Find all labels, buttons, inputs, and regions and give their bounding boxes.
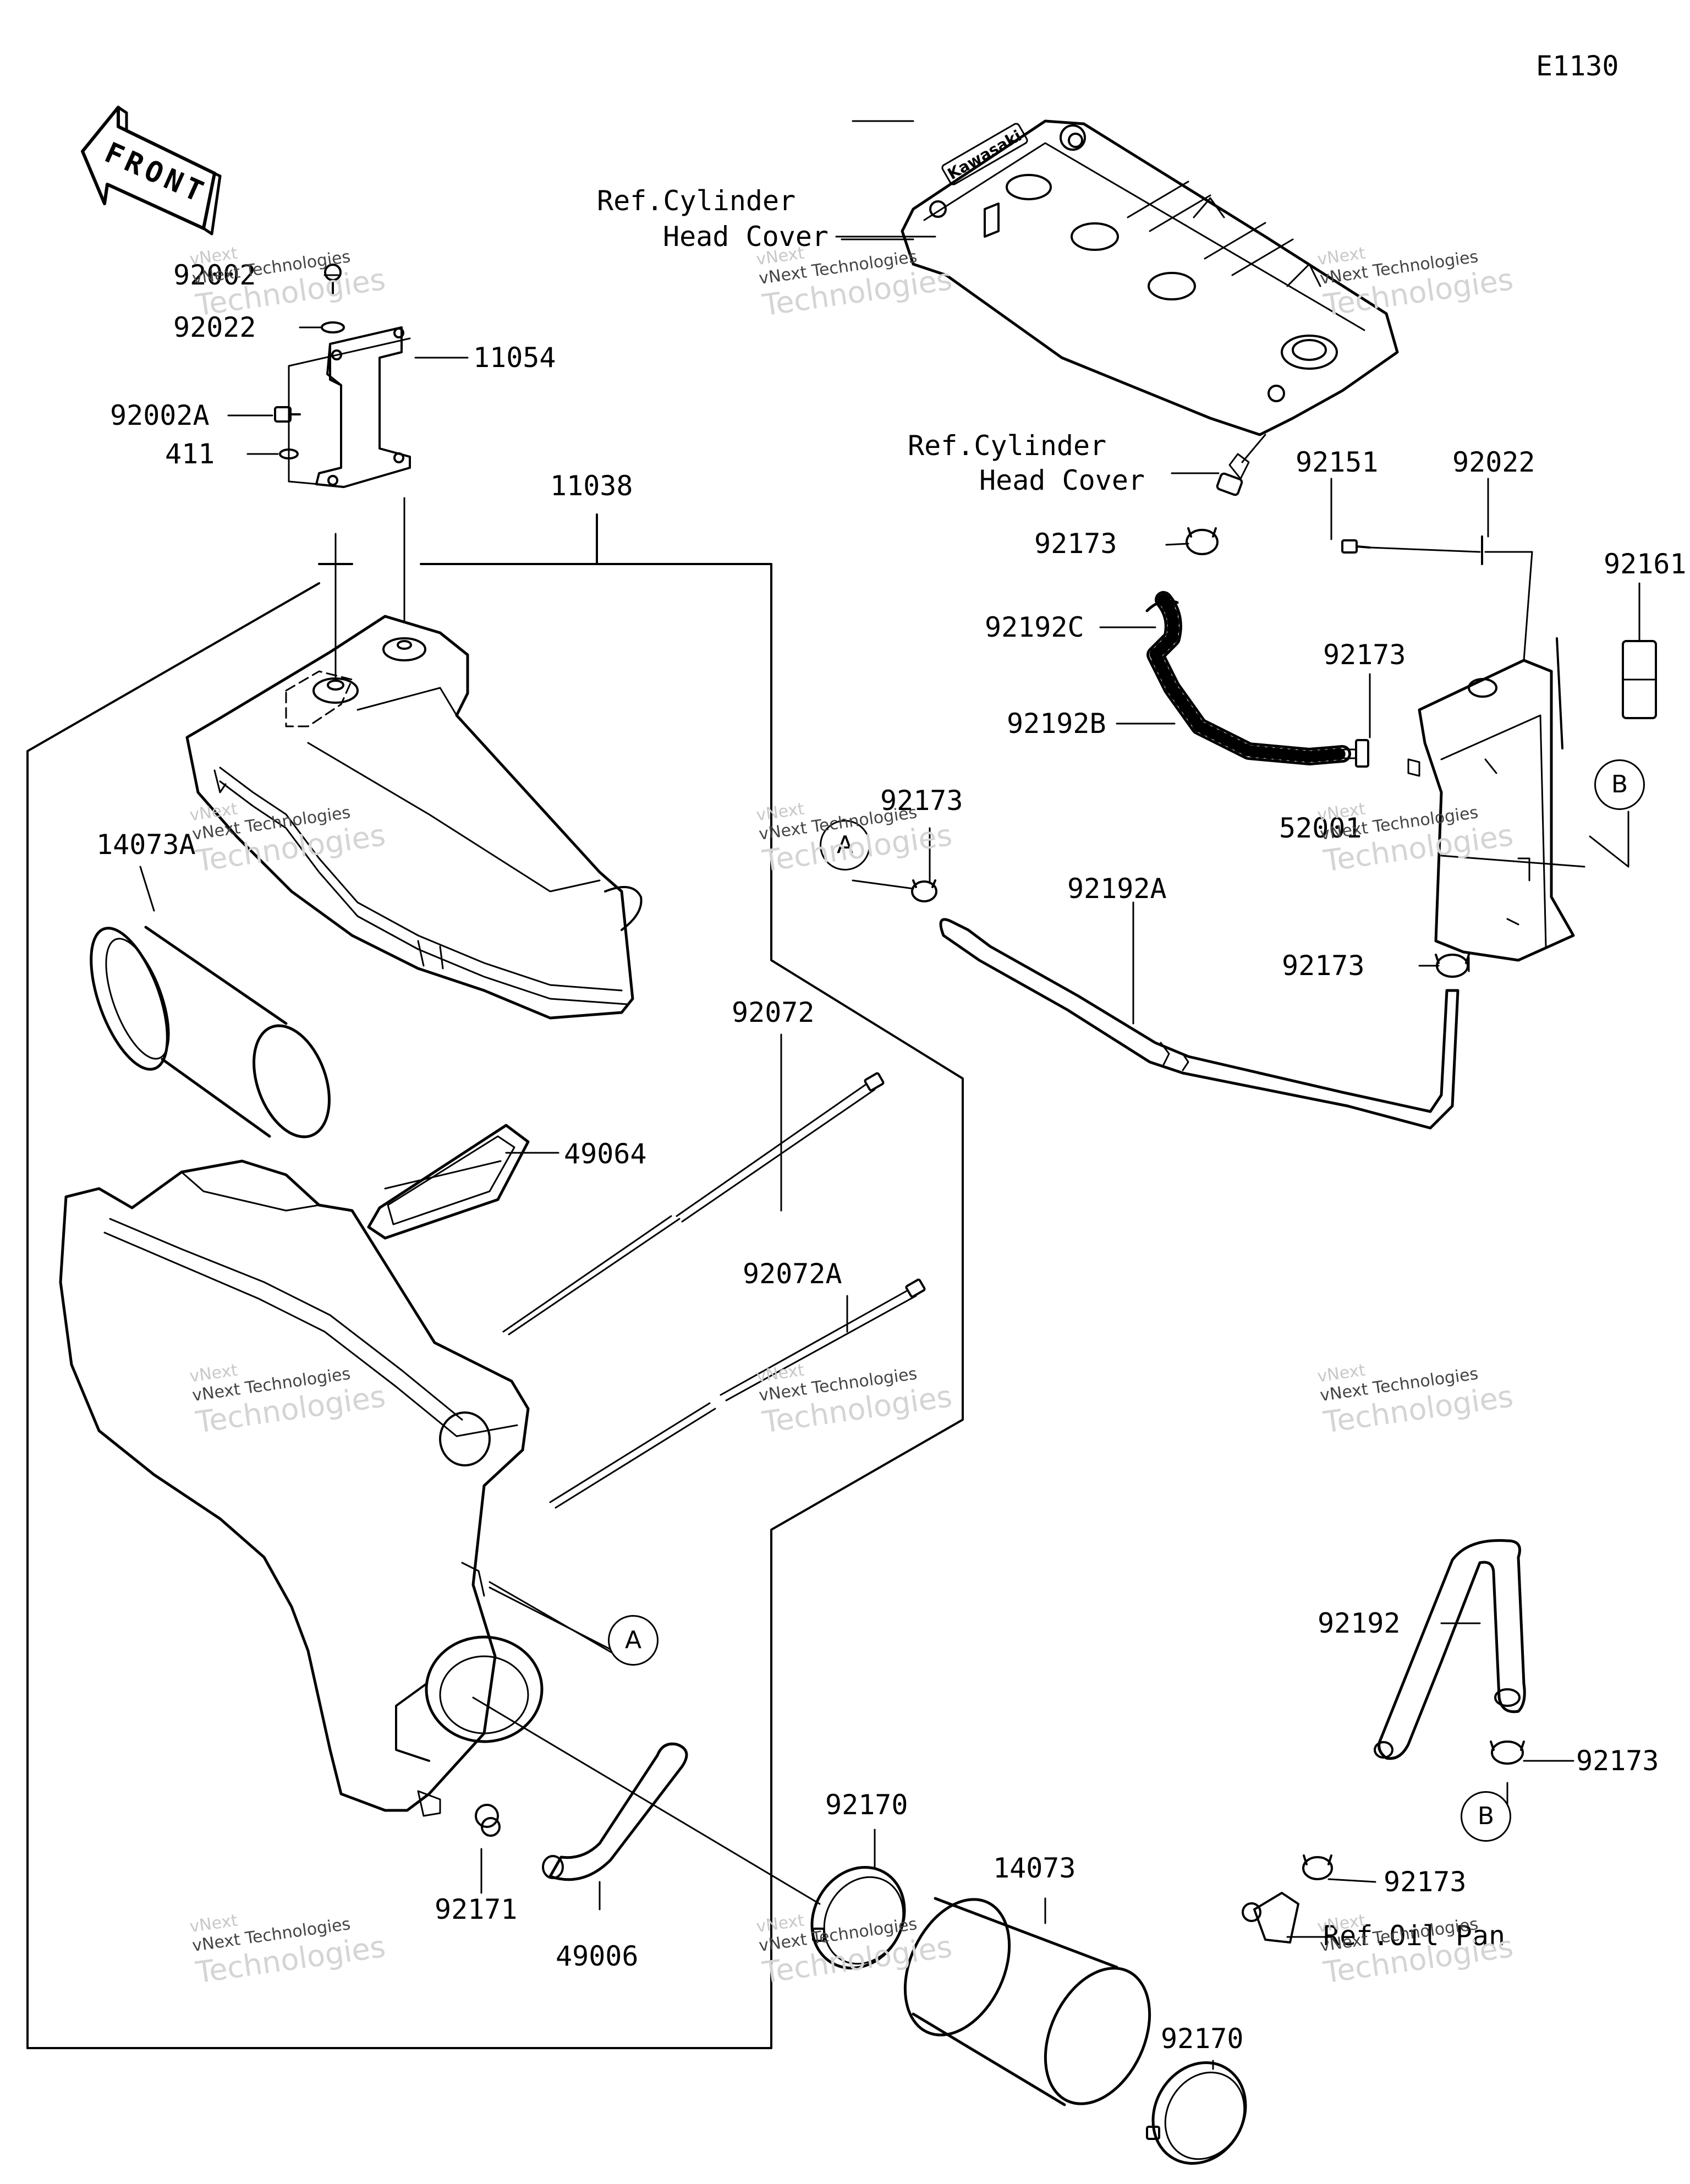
air-box-cover — [185, 615, 643, 1020]
bolt-92002 — [324, 264, 342, 295]
hose-92192B — [1145, 591, 1351, 765]
cable-tie-92072 — [502, 1072, 885, 1335]
clip-92173-upper — [1186, 527, 1219, 555]
label-92161: 92161 — [1604, 548, 1687, 580]
callout-b-lower: B — [1461, 1791, 1511, 1842]
label-92151: 92151 — [1296, 446, 1379, 478]
label-14073A: 14073A — [96, 829, 196, 861]
label-92173-d: 92173 — [1282, 950, 1365, 982]
label-92192C: 92192C — [985, 611, 1084, 643]
damper-92161 — [1622, 640, 1657, 719]
separator-tank-52001 — [1407, 637, 1575, 972]
clip-92173-lower-left — [1302, 1854, 1333, 1880]
ref-head-cover-1-line1: Ref.Cylinder — [597, 185, 796, 217]
bolt-92151 — [1341, 539, 1371, 554]
assembly-frame-11038 — [26, 513, 964, 2049]
air-box-case — [59, 1159, 544, 1817]
hose-92192 — [1374, 1539, 1526, 1760]
ref-head-cover-2-line1: Ref.Cylinder — [908, 430, 1107, 462]
label-92022-top: 92022 — [173, 311, 256, 343]
label-92173-f: 92173 — [1384, 1866, 1467, 1898]
bracket-11054 — [288, 326, 411, 488]
leader-lines — [139, 120, 1640, 2070]
front-arrow-icon — [81, 106, 222, 236]
ref-head-cover-2-line2: Head Cover — [979, 464, 1145, 496]
label-11054: 11054 — [473, 342, 556, 374]
label-92170-upper: 92170 — [825, 1789, 908, 1821]
callout-a-case: A — [608, 1615, 659, 1666]
ref-oil-pan: Ref.Oil Pan — [1323, 1920, 1506, 1952]
callout-a-intake: A — [820, 820, 870, 871]
label-49064: 49064 — [564, 1138, 647, 1170]
cable-tie-92072A — [549, 1278, 926, 1509]
label-92173-c: 92173 — [1323, 639, 1406, 671]
label-92173-a: 92173 — [880, 785, 963, 817]
label-92002: 92002 — [173, 259, 256, 291]
label-92192: 92192 — [1318, 1607, 1401, 1639]
label-11038: 11038 — [550, 470, 633, 502]
clamp-92170-upper — [810, 1866, 906, 1969]
label-14073: 14073 — [993, 1852, 1076, 1884]
label-92192B: 92192B — [1007, 708, 1106, 740]
clip-92173-lower-right — [1490, 1740, 1525, 1765]
callout-b-tank: B — [1594, 759, 1645, 810]
label-52001: 52001 — [1279, 812, 1362, 844]
hose-92192A — [939, 918, 1459, 1130]
washer-411 — [279, 448, 299, 459]
cylinder-head-cover — [901, 119, 1399, 436]
ref-head-cover-1-line2: Head Cover — [663, 221, 829, 253]
clip-92171 — [475, 1804, 501, 1837]
label-92002A: 92002A — [110, 399, 210, 431]
diagram-id: E1130 — [1536, 50, 1619, 82]
label-92171: 92171 — [435, 1893, 518, 1925]
filter-14073A — [90, 926, 331, 1138]
clamp-92170-lower — [1146, 2061, 1247, 2165]
clip-92173-left — [911, 879, 937, 902]
washer-92022 — [321, 321, 345, 333]
gasket-49064 — [367, 1124, 530, 1240]
clip-92173-tank — [1435, 954, 1470, 978]
label-92170-lower: 92170 — [1161, 2023, 1244, 2055]
nipple-fitting — [1216, 453, 1250, 496]
oil-pan-fitting — [1242, 1892, 1299, 1944]
label-411: 411 — [165, 438, 215, 470]
label-92022-right: 92022 — [1452, 446, 1535, 478]
clip-92173-mid — [1341, 739, 1369, 768]
label-92173-b: 92173 — [1034, 528, 1117, 560]
duct-14073 — [903, 1897, 1151, 2106]
label-49006: 49006 — [556, 1940, 639, 1972]
label-92072A: 92072A — [743, 1258, 842, 1290]
label-92173-e: 92173 — [1576, 1745, 1659, 1777]
label-92192A: 92192A — [1067, 873, 1167, 905]
label-92072: 92072 — [732, 997, 815, 1028]
bolt-92002A — [274, 406, 301, 423]
hose-49006 — [542, 1742, 688, 1881]
